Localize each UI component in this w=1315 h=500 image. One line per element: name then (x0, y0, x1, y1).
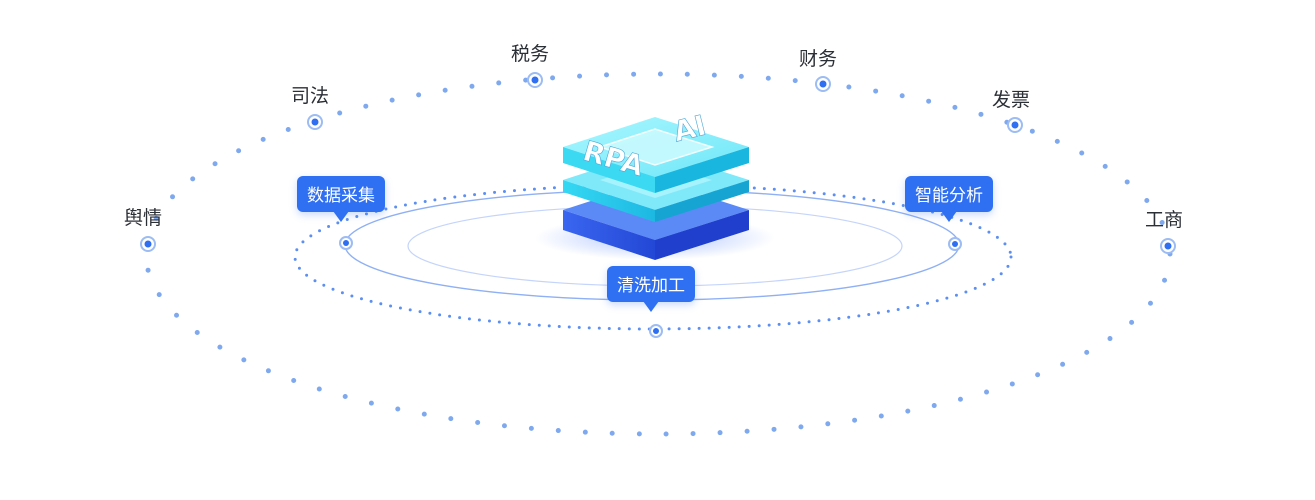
node-marker-fapiao (1007, 117, 1023, 133)
node-marker-sifa (307, 114, 323, 130)
node-marker-shuiwu (527, 72, 543, 88)
outer-node-markers (140, 72, 1176, 254)
node-marker-yuqing (140, 236, 156, 252)
stage-bubble-clean: 清洗加工 (607, 266, 695, 312)
rpa-ai-stack: RPA AI (563, 108, 749, 260)
outer-label-sifa: 司法 (291, 85, 330, 107)
stage-bubble-analyze: 智能分析 (905, 176, 993, 222)
outer-label-caiwu: 财务 (799, 48, 838, 70)
stage-bubble-collect: 数据采集 (297, 176, 385, 222)
stage-marker-collect (339, 236, 353, 250)
outer-label-gongshang: 工商 (1145, 209, 1184, 231)
node-marker-caiwu (815, 76, 831, 92)
node-marker-gongshang (1160, 238, 1176, 254)
outer-label-fapiao: 发票 (992, 89, 1031, 111)
outer-orbit (143, 71, 1173, 437)
outer-label-shuiwu: 税务 (511, 43, 550, 65)
inner-stage-markers (339, 236, 962, 338)
outer-label-yuqing: 舆情 (124, 207, 163, 229)
inner-orbit (293, 183, 1013, 331)
stage-marker-analyze (948, 237, 962, 251)
stage-marker-clean (649, 324, 663, 338)
